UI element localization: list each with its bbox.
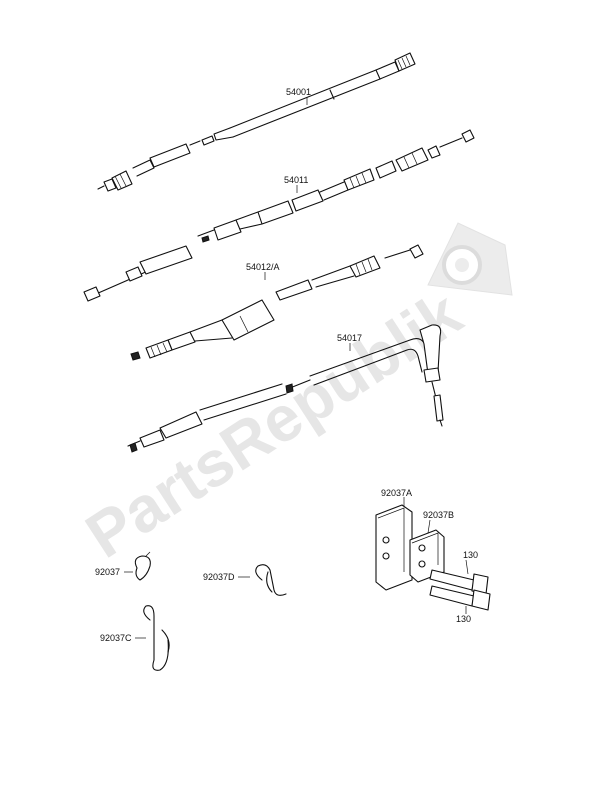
- gear-watermark-icon: [427, 222, 513, 296]
- clamp-92037d: 92037D: [203, 564, 287, 596]
- label-92037: 92037: [95, 567, 120, 577]
- label-130-bottom: 130: [456, 614, 471, 624]
- label-54017: 54017: [337, 333, 362, 343]
- clamp-92037c: 92037C: [100, 605, 170, 671]
- label-92037d: 92037D: [203, 572, 235, 582]
- label-92037c: 92037C: [100, 633, 132, 643]
- bracket-assembly: 92037A 92037B 130 130: [375, 488, 491, 624]
- label-54012-a: 54012/A: [246, 262, 280, 272]
- label-54011: 54011: [284, 175, 308, 185]
- clutch-cable: 54012/A: [83, 244, 424, 361]
- choke-cable: 54017: [127, 324, 444, 453]
- label-92037a: 92037A: [381, 488, 412, 498]
- label-130-top: 130: [463, 550, 478, 560]
- watermark-text: PartsRepublik: [73, 277, 473, 572]
- speedometer-cable: 54001: [97, 52, 416, 192]
- clamp-92037: 92037: [95, 551, 151, 581]
- throttle-cable: 54011: [197, 129, 475, 243]
- label-92037b: 92037B: [423, 510, 454, 520]
- label-54001: 54001: [286, 87, 311, 97]
